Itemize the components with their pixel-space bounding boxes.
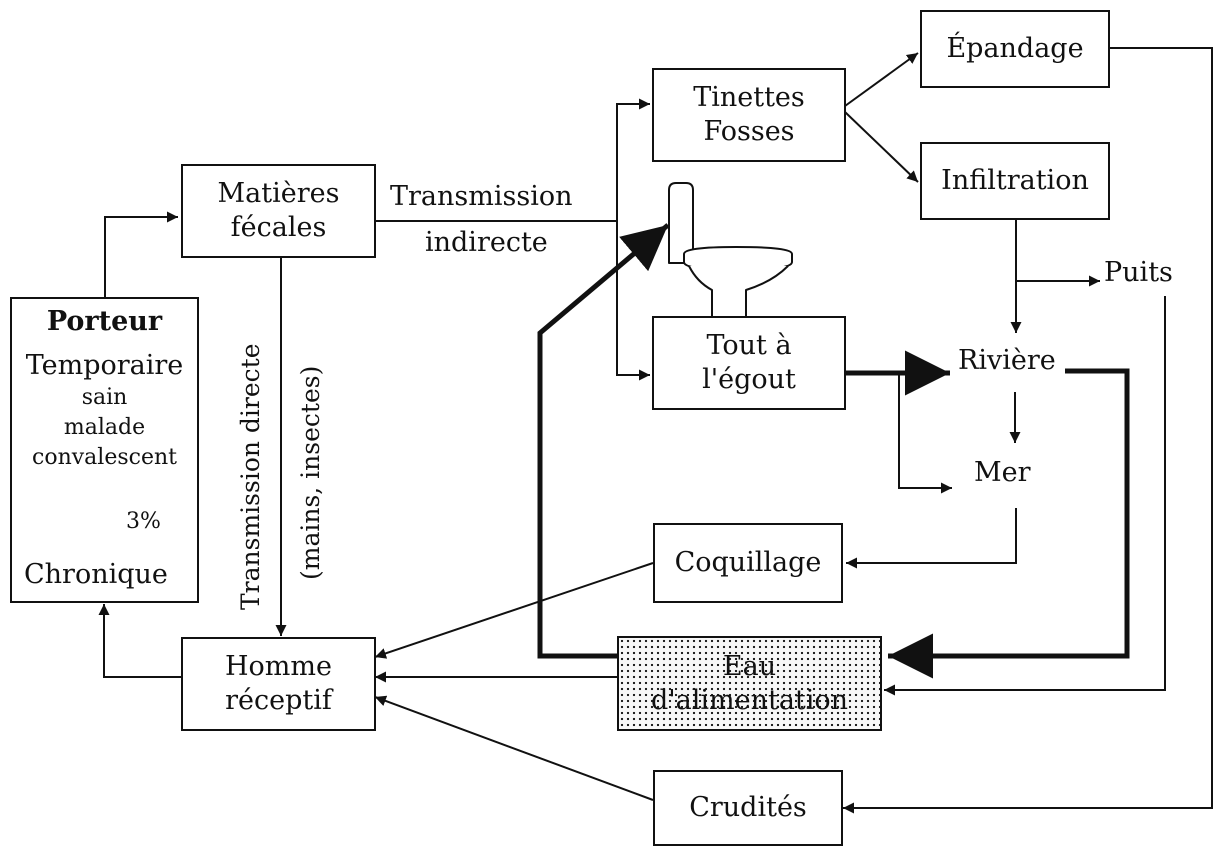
- toilet-icon: [668, 182, 793, 321]
- matieres-line2: fécales: [230, 212, 327, 243]
- tout-line2: l'égout: [702, 364, 796, 395]
- edge-epandage-to-crudites: [843, 47, 1213, 814]
- node-matieres-fecales: Matières fécales: [181, 164, 376, 258]
- eau-line2: d'alimentation: [650, 684, 849, 716]
- chronic-rate-label: 3%: [126, 509, 161, 534]
- epandage-label: Épandage: [946, 33, 1084, 64]
- edge-tinettes-to-epandage: [844, 52, 919, 107]
- tinettes-line2: Fosses: [703, 116, 795, 147]
- label-transmission-indirecte-2: indirecte: [425, 227, 548, 258]
- coquillage-label: Coquillage: [674, 547, 822, 578]
- homme-line1: Homme: [225, 651, 332, 682]
- matieres-line1: Matières: [217, 178, 340, 209]
- node-eau-alimentation: Eau d'alimentation: [617, 636, 882, 731]
- thick-edge-eau-to-toilet: [537, 223, 670, 659]
- edge-tinettes-to-infiltration: [844, 111, 919, 183]
- thick-edge-riviere-to-eau: [888, 368, 1130, 679]
- edge-homme-to-porteur: [98, 604, 182, 678]
- infiltration-label: Infiltration: [941, 165, 1089, 196]
- tinettes-line1: Tinettes: [693, 82, 805, 113]
- eau-line1: Eau: [722, 650, 777, 682]
- node-tinettes-fosses: Tinettes Fosses: [652, 68, 846, 162]
- edge-coquillage-to-homme: [374, 562, 654, 659]
- node-epandage: Épandage: [920, 10, 1110, 88]
- homme-line2: réceptif: [225, 685, 332, 716]
- edge-mer-to-coquillage: [846, 508, 1017, 569]
- label-puits: Puits: [1104, 257, 1173, 288]
- porteur-sain: sain: [81, 385, 128, 410]
- label-mains-insectes: (mains, insectes): [296, 365, 325, 580]
- edge-puits-to-eau: [884, 296, 1166, 696]
- label-transmission-directe: Transmission directe: [236, 343, 265, 610]
- porteur-chronique: Chronique: [24, 559, 168, 590]
- edge-porteur-to-matieres: [104, 211, 178, 297]
- crudites-label: Crudités: [689, 792, 807, 823]
- porteur-box: Porteur Temporaire sain malade convalesc…: [10, 297, 199, 603]
- porteur-temporaire: Temporaire: [25, 350, 184, 381]
- node-homme-receptif: Homme réceptif: [181, 637, 376, 731]
- edge-to-tinettes: [616, 98, 650, 375]
- node-coquillage: Coquillage: [653, 523, 843, 603]
- label-mer: Mer: [974, 457, 1031, 488]
- label-transmission-indirecte-1: Transmission: [390, 181, 573, 212]
- node-tout-a-legout: Tout à l'égout: [652, 316, 846, 410]
- node-infiltration: Infiltration: [920, 142, 1110, 220]
- label-riviere: Rivière: [958, 345, 1056, 376]
- edge-tout-to-mer: [898, 375, 952, 494]
- edge-to-tout-a-legout: [616, 221, 650, 381]
- porteur-malade: malade: [63, 415, 146, 440]
- tout-line1: Tout à: [706, 330, 792, 361]
- node-crudites: Crudités: [653, 770, 843, 846]
- porteur-convalescent: convalescent: [32, 445, 177, 470]
- edge-crudites-to-homme: [374, 695, 654, 801]
- porteur-title: Porteur: [46, 306, 163, 337]
